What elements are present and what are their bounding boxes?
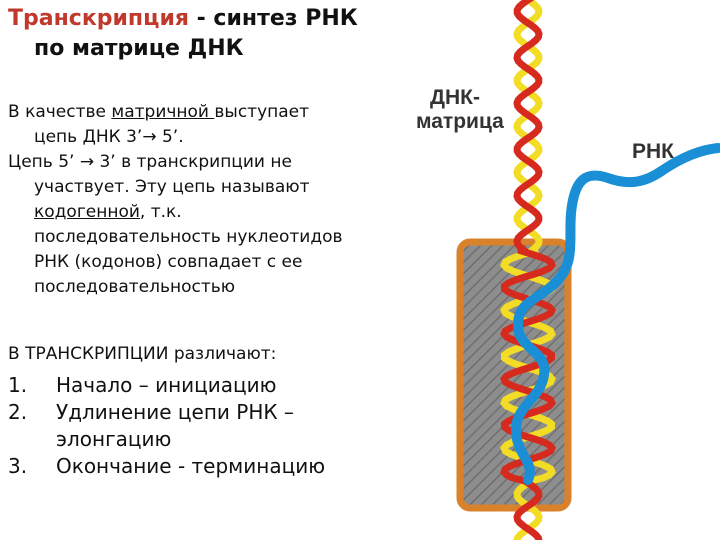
label-dna-matrix-line2: матрица (416, 110, 504, 133)
list-item: 2. Удлинение цепи РНК – элонгацию (8, 399, 325, 453)
para2-line3-underlined: кодогенной (34, 202, 140, 222)
paragraph-matrix: В качестве матричной выступает цепь ДНК … (8, 100, 309, 150)
list-item-number: 2. (8, 400, 28, 424)
title-rest: - синтез РНК (188, 6, 358, 31)
list-item-text: Удлинение цепи РНК – элонгацию (56, 399, 294, 453)
rna-strand (510, 143, 720, 485)
para1-pre: В качестве (8, 102, 112, 122)
para2-line2: участвует. Эту цепь называют (34, 177, 310, 197)
title-accent: Транскрипция (8, 6, 189, 31)
list-item-text: Окончание - терминацию (56, 454, 326, 478)
para2-line4: последовательность нуклеотидов (34, 227, 343, 247)
para2-line3: кодогенной, т.к. (8, 200, 343, 225)
para2-line3-rest: , т.к. (139, 202, 182, 222)
dna-strand-red (500, 0, 556, 540)
para1-post: выступает (214, 102, 310, 122)
list-item-number: 3. (8, 454, 28, 478)
stages-list: 1. Начало – инициацию 2. Удлинение цепи … (8, 372, 325, 480)
paragraph-coding-strand: Цепь 5’ → 3’ в транскрипции не участвует… (8, 150, 343, 300)
list-item-text-line2: элонгацию (56, 427, 172, 451)
title-line2: по матрице ДНК (34, 36, 244, 61)
transcription-diagram: ДНК- матрица РНК (416, 0, 720, 540)
slide-title: Транскрипция - синтез РНК по матрице ДНК (8, 4, 358, 64)
list-item-text-line1: Удлинение цепи РНК – (56, 400, 294, 424)
para1-line2: цепь ДНК 3’→ 5’. (34, 127, 184, 147)
dna-strand-yellow (500, 0, 556, 540)
paragraph-stages-intro: В ТРАНСКРИПЦИИ различают: (8, 344, 277, 364)
para2-line5: РНК (кодонов) совпадает с ее (34, 252, 303, 272)
label-dna-matrix-line1: ДНК- (430, 86, 480, 109)
para1-underlined: матричной (111, 102, 215, 122)
list-item: 3. Окончание - терминацию (8, 453, 325, 480)
para2-line6: последовательностью (34, 277, 236, 297)
list-item: 1. Начало – инициацию (8, 372, 325, 399)
label-rna: РНК (632, 140, 674, 163)
list-item-text: Начало – инициацию (56, 373, 277, 397)
list-item-number: 1. (8, 373, 28, 397)
para2-line1: Цепь 5’ → 3’ в транскрипции не (8, 152, 292, 172)
